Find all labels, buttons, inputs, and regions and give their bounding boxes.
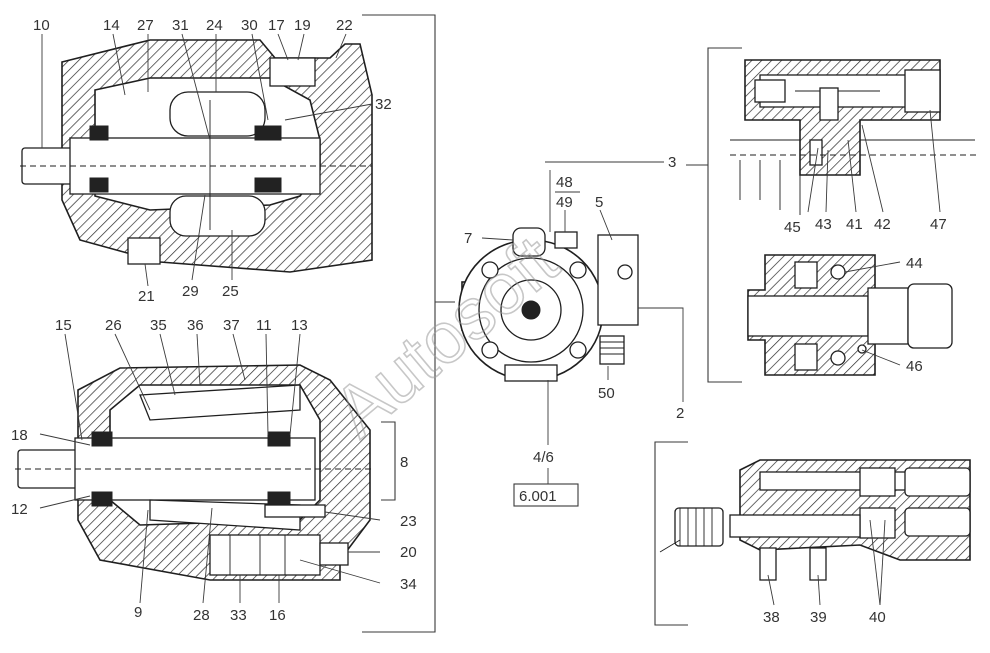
- label-15: 15: [55, 317, 72, 334]
- reference-box: 6.001: [513, 483, 579, 507]
- label-36: 36: [187, 317, 204, 334]
- label-22: 22: [336, 17, 353, 34]
- control-valve-section-3: [730, 59, 980, 215]
- label-8: 8: [400, 454, 408, 471]
- label-5: 5: [595, 194, 603, 211]
- label-40: 40: [869, 609, 886, 626]
- label-20: 20: [400, 544, 417, 561]
- label-38: 38: [763, 609, 780, 626]
- label-39: 39: [810, 609, 827, 626]
- label-10: 10: [33, 17, 50, 34]
- label-31: 31: [172, 17, 189, 34]
- part-labels: 10 14 27 31 24 30 17 19 22 32 21 29 25 1…: [11, 17, 947, 626]
- label-23: 23: [400, 513, 417, 530]
- label-35: 35: [150, 317, 167, 334]
- section-frames: [362, 14, 742, 633]
- label-28: 28: [193, 607, 210, 624]
- label-7: 7: [464, 230, 472, 247]
- label-3: 3: [668, 154, 676, 171]
- label-18: 18: [11, 427, 28, 444]
- label-47: 47: [930, 216, 947, 233]
- upper-pump-section: [20, 39, 373, 273]
- label-27: 27: [137, 17, 154, 34]
- reference-box-text: 6.001: [519, 488, 557, 505]
- label-9: 9: [134, 604, 142, 621]
- label-41: 41: [846, 216, 863, 233]
- label-44: 44: [906, 255, 923, 272]
- label-49: 49: [556, 194, 573, 211]
- label-25: 25: [222, 283, 239, 300]
- label-26: 26: [105, 317, 122, 334]
- label-2: 2: [676, 405, 684, 422]
- label-24: 24: [206, 17, 223, 34]
- label-48: 48: [556, 174, 573, 191]
- label-46: 46: [906, 358, 923, 375]
- label-32: 32: [375, 96, 392, 113]
- label-12: 12: [11, 501, 28, 518]
- label-14: 14: [103, 17, 120, 34]
- label-37: 37: [223, 317, 240, 334]
- label-4-6: 4/6: [533, 449, 554, 466]
- label-30: 30: [241, 17, 258, 34]
- leader-lines: [39, 33, 941, 606]
- label-17: 17: [268, 17, 285, 34]
- control-valve-section-2: [659, 459, 971, 581]
- center-pump-view: [458, 227, 639, 382]
- label-29: 29: [182, 283, 199, 300]
- label-50: 50: [598, 385, 615, 402]
- label-21: 21: [138, 288, 155, 305]
- label-16: 16: [269, 607, 286, 624]
- label-33: 33: [230, 607, 247, 624]
- label-11: 11: [256, 317, 272, 334]
- lower-pump-section: [15, 364, 372, 581]
- control-valve-section-mid: [747, 254, 953, 376]
- label-34: 34: [400, 576, 417, 593]
- label-42: 42: [874, 216, 891, 233]
- label-19: 19: [294, 17, 311, 34]
- label-13: 13: [291, 317, 308, 334]
- label-45: 45: [784, 219, 801, 236]
- label-43: 43: [815, 216, 832, 233]
